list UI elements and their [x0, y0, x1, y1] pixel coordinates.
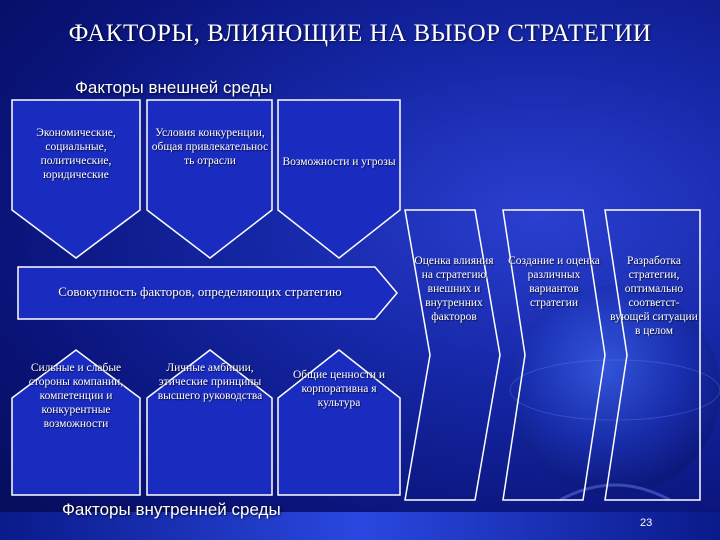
- external-factor-box: [278, 100, 400, 258]
- aggregate-label: Совокупность факторов, определяющих стра…: [40, 284, 360, 300]
- internal-factor-label: Общие ценности и корпоративна я культура: [282, 368, 396, 410]
- internal-factor-label: Личные амбиции, этические принципы высше…: [150, 361, 270, 403]
- external-section-title: Факторы внешней среды: [75, 78, 272, 98]
- step-label: Создание и оценка различных вариантов ст…: [508, 254, 600, 310]
- slide-title: ФАКТОРЫ, ВЛИЯЮЩИЕ НА ВЫБОР СТРАТЕГИИ: [0, 20, 720, 48]
- external-factor-label: Условия конкуренции, общая привлекательн…: [150, 126, 270, 168]
- step-label: Разработка стратегии, оптимально соответ…: [610, 254, 698, 338]
- external-factor-box: [147, 100, 272, 258]
- step-label: Оценка влияния на стратегию внешних и вн…: [414, 254, 494, 324]
- external-factor-label: Экономические, социальные, политические,…: [14, 126, 138, 182]
- internal-factor-label: Сильные и слабые стороны компании, компе…: [14, 361, 138, 431]
- page-number: 23: [640, 517, 652, 529]
- internal-section-title: Факторы внутренней среды: [62, 500, 281, 520]
- external-factor-label: Возможности и угрозы: [282, 155, 396, 169]
